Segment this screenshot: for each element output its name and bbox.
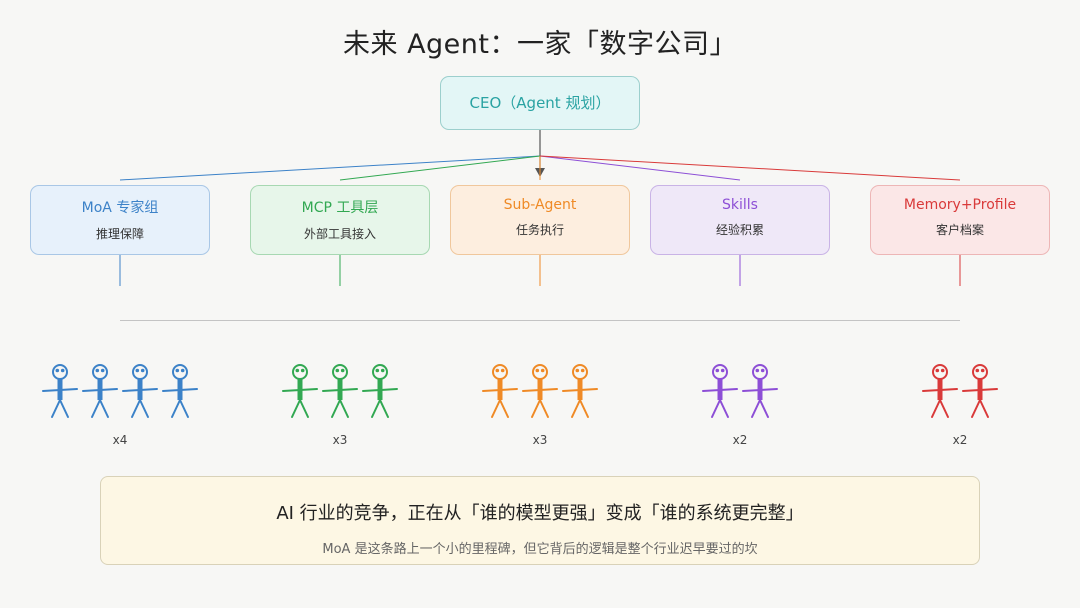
dept-name: MoA 专家组 [81,200,159,216]
team-count-mcp: x3 [332,433,348,447]
dept-desc: 客户档案 [935,223,984,237]
conclusion-banner: AI 行业的竞争，正在从「谁的模型更强」变成「谁的系统更完整」 MoA 是这条路… [100,476,980,565]
dept-name: Memory+Profile [903,197,1017,213]
dept-desc: 推理保障 [95,227,144,241]
branch-line-moa [119,155,541,181]
dept-box-mcp: MCP 工具层 外部工具接入 [250,185,430,255]
agent-figure-icon [522,364,558,418]
team-count-skills: x2 [732,433,748,447]
agent-figure-icon [282,364,318,418]
team-count-memory: x2 [952,433,968,447]
dept-name: Sub-Agent [503,197,577,213]
dept-box-moa: MoA 专家组 推理保障 [30,185,210,255]
agent-figure-icon [322,364,358,418]
dept-desc: 外部工具接入 [303,227,376,241]
banner-subtext: MoA 是这条路上一个小的里程碑，但它背后的逻辑是整个行业迟早要过的坎 [322,542,758,557]
agent-figure-icon [162,364,198,418]
agent-figure-icon [962,364,998,418]
banner-headline: AI 行业的竞争，正在从「谁的模型更强」变成「谁的系统更完整」 [276,503,804,524]
branch-line-skills [539,155,741,181]
ceo-label: CEO（Agent 规划） [469,94,611,112]
page-title: 未来 Agent：一家「数字公司」 [342,29,737,60]
agent-figure-icon [122,364,158,418]
agent-figure-icon [482,364,518,418]
dept-name: MCP 工具层 [301,200,379,216]
dept-box-subagent: Sub-Agent 任务执行 [450,185,630,255]
agent-figure-icon [702,364,738,418]
branch-line-mcp [339,155,541,181]
team-count-subagent: x3 [532,433,548,447]
agent-figure-icon [742,364,778,418]
agent-figure-icon [42,364,78,418]
dept-box-memory: Memory+Profile 客户档案 [870,185,1050,255]
agent-figure-icon [82,364,118,418]
dept-desc: 任务执行 [515,223,564,237]
team-count-moa: x4 [112,433,128,447]
section-divider [120,320,960,321]
dept-desc: 经验积累 [715,223,764,237]
ceo-box: CEO（Agent 规划） [440,76,640,130]
branch-line-memory [539,155,961,181]
agent-figure-icon [922,364,958,418]
agent-figure-icon [562,364,598,418]
dept-box-skills: Skills 经验积累 [650,185,830,255]
dept-name: Skills [722,197,758,213]
agent-figure-icon [362,364,398,418]
